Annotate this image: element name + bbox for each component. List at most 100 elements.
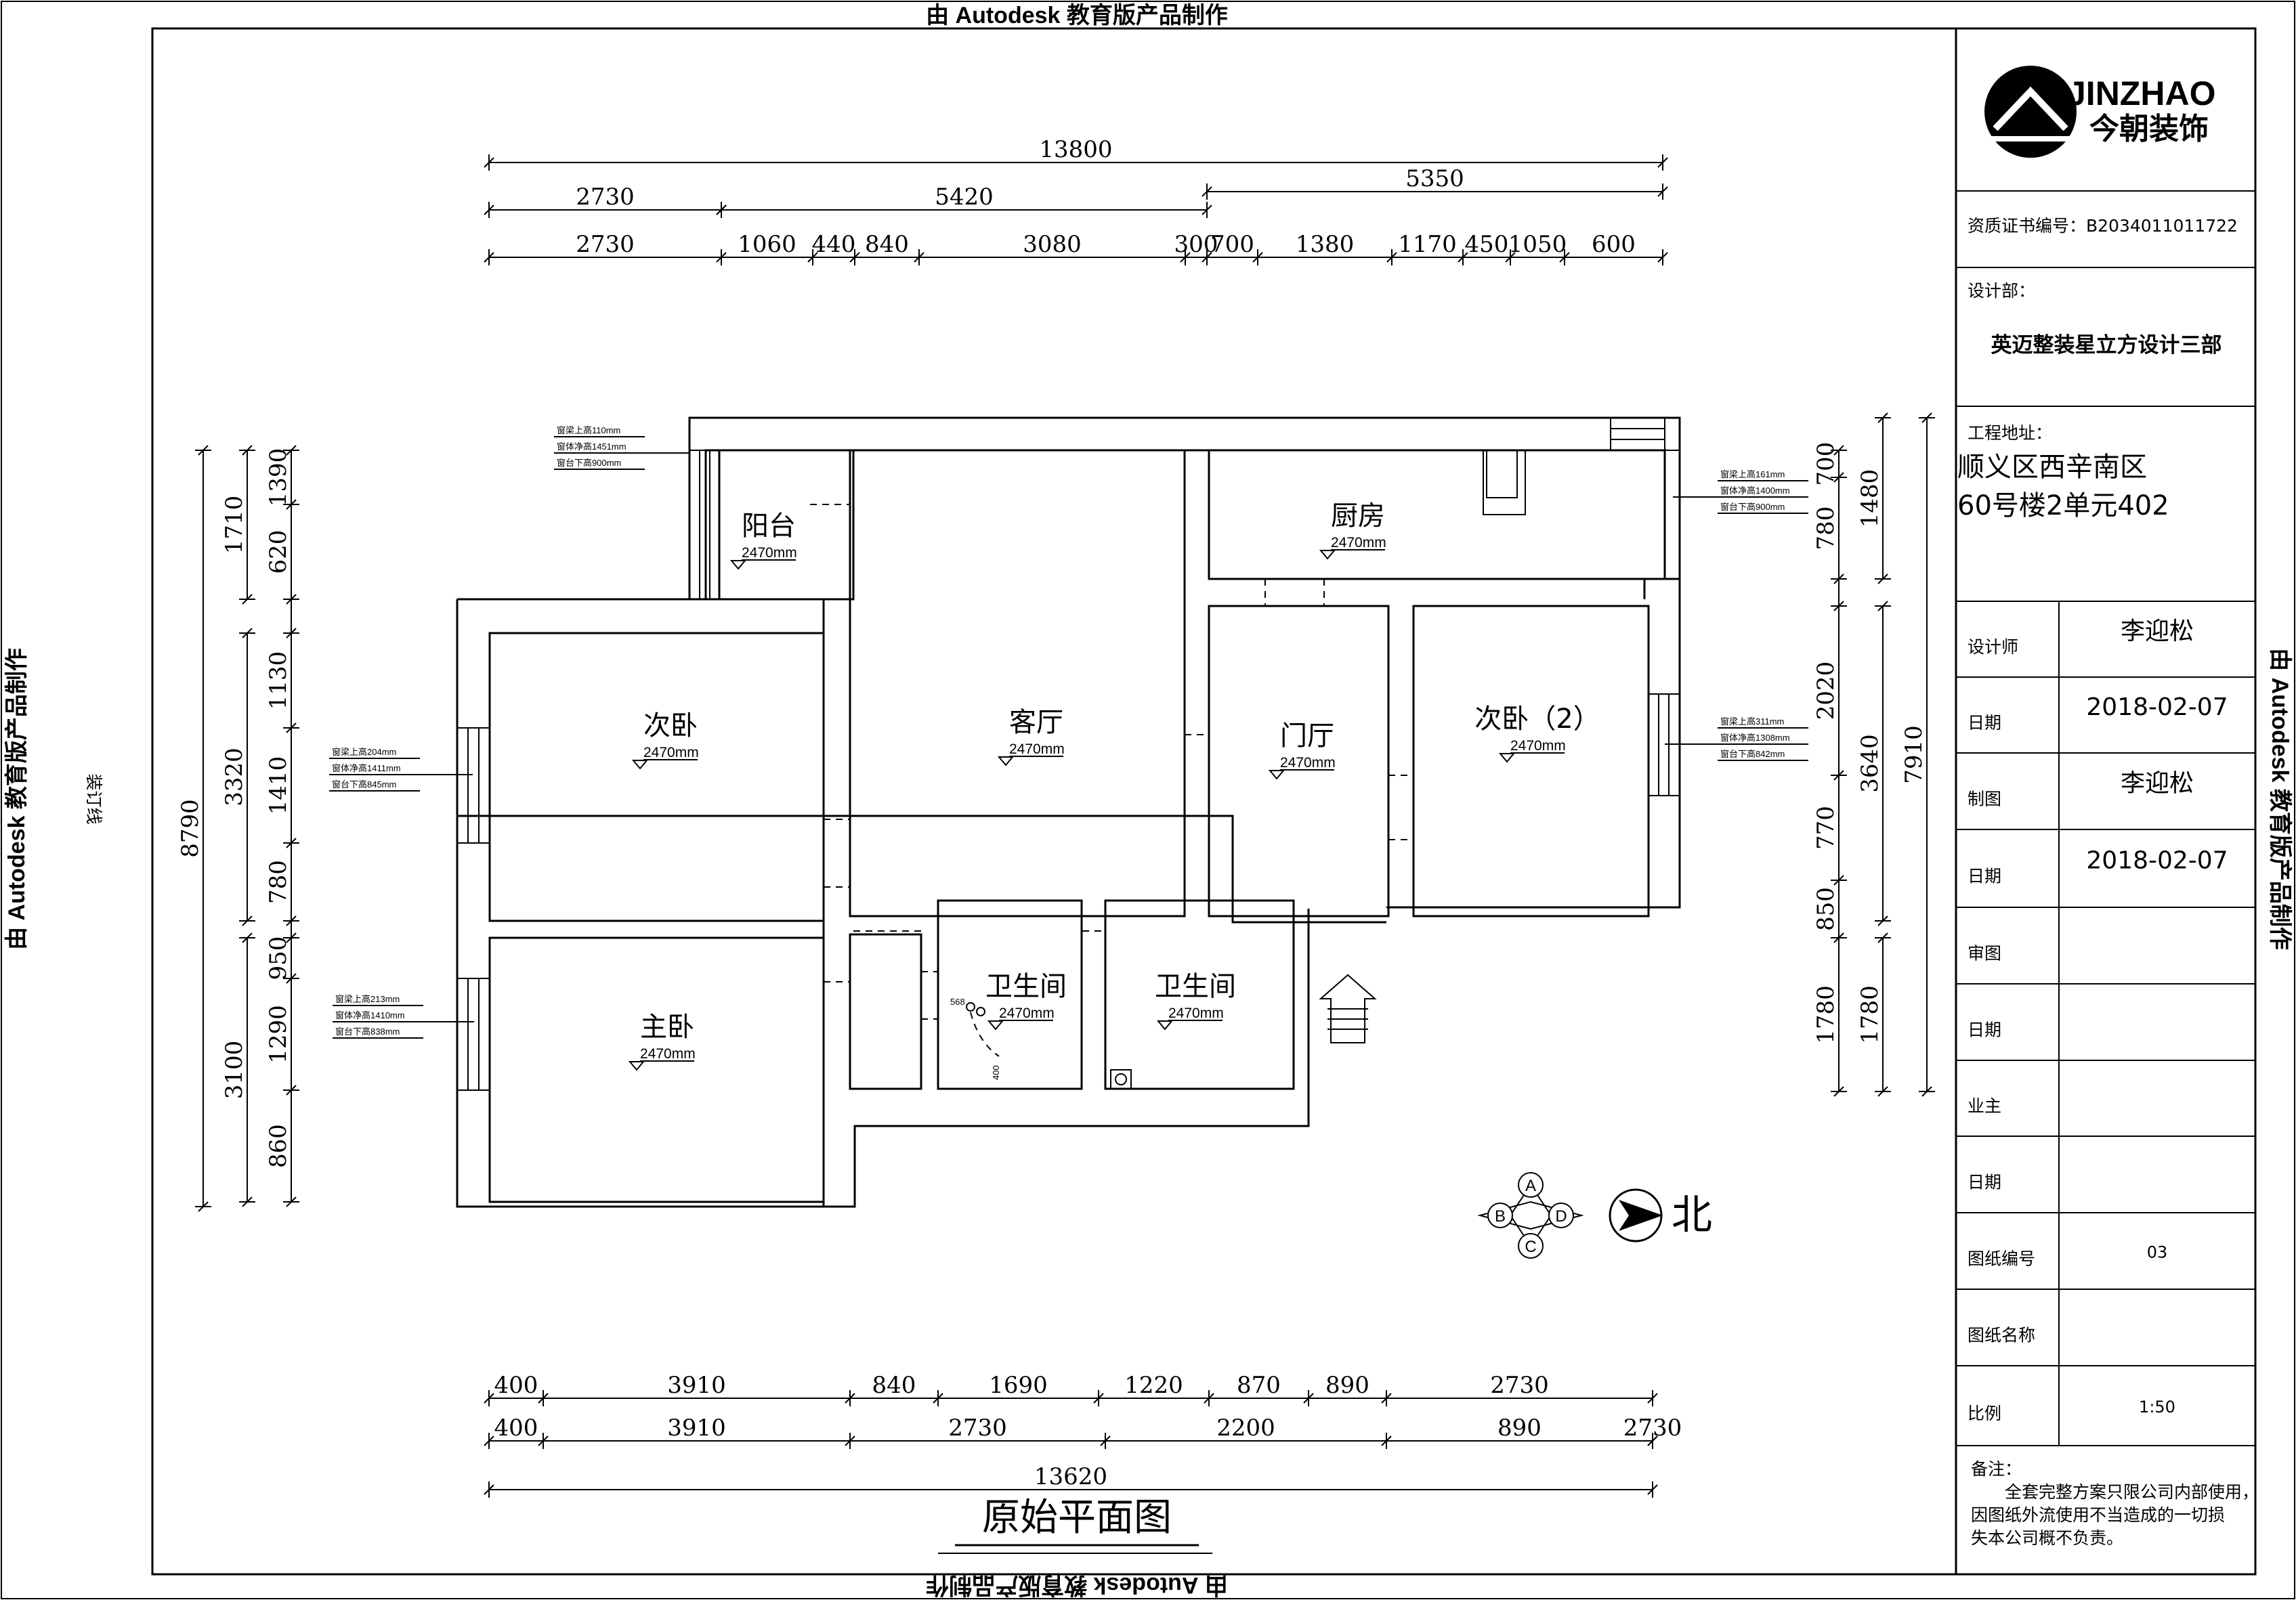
dimension-label: 400 bbox=[494, 1372, 538, 1399]
room-name: 卫生间 bbox=[1155, 971, 1236, 1002]
logo-mark-icon bbox=[1984, 66, 2077, 158]
dimension-label: 770 bbox=[1812, 806, 1840, 850]
dimension-label: 2730 bbox=[1490, 1372, 1549, 1399]
address-label: 工程地址： bbox=[1968, 423, 2052, 443]
room-level: 2470mm bbox=[1510, 738, 1566, 754]
room-name: 主卧 bbox=[640, 1012, 694, 1043]
compass-letter-a: A bbox=[1525, 1177, 1536, 1195]
compass-letter-c: C bbox=[1525, 1238, 1536, 1256]
design-dept-label: 设计部： bbox=[1968, 281, 2035, 301]
dimension-label: 780 bbox=[1812, 506, 1840, 550]
room-name: 次卧（2） bbox=[1474, 704, 1600, 735]
tb-row-label: 制图 bbox=[1968, 790, 2001, 809]
dimension-label: 780 bbox=[265, 860, 292, 904]
window-note-line: 窗体净高1451mm bbox=[557, 441, 626, 452]
window-note-line: 窗台下高900mm bbox=[1720, 502, 1785, 512]
tb-row-label: 图纸名称 bbox=[1968, 1326, 2035, 1345]
window-note-line: 窗梁上高204mm bbox=[332, 747, 396, 757]
room-name: 客厅 bbox=[1009, 707, 1063, 738]
license-number: 资质证书编号：B2034011011722 bbox=[1968, 216, 2238, 236]
dimension-label: 850 bbox=[1812, 887, 1840, 931]
dimension-label: 1130 bbox=[265, 651, 292, 710]
room-name: 厨房 bbox=[1331, 500, 1385, 532]
tb-row-value: 李迎松 bbox=[2121, 770, 2194, 798]
design-dept-value: 英迈整装星立方设计三部 bbox=[1991, 333, 2222, 358]
title-block: JINZHAO 今朝装饰 资质证书编号：B2034011011722 设计部： … bbox=[1955, 28, 2259, 1574]
watermark-right: 由 Autodesk 教育版产品制作 bbox=[2267, 648, 2293, 950]
tb-row-label: 业主 bbox=[1968, 1096, 2001, 1116]
tb-row-value: 2018-02-07 bbox=[2086, 847, 2228, 875]
tb-row-value: 03 bbox=[2147, 1243, 2168, 1262]
bath-mark-568: 568 bbox=[950, 997, 965, 1007]
room-level: 2470mm bbox=[1331, 535, 1386, 550]
dimension-label: 1480 bbox=[1856, 469, 1884, 528]
compass-letter-b: B bbox=[1495, 1207, 1506, 1226]
dimension-label: 2730 bbox=[576, 183, 635, 211]
dimension-label: 1220 bbox=[1124, 1372, 1183, 1399]
tb-row-value: 李迎松 bbox=[2121, 618, 2194, 645]
dimension-label: 1290 bbox=[265, 1005, 292, 1064]
dimension-label: 440 bbox=[812, 231, 856, 258]
dimension-label: 5350 bbox=[1405, 165, 1464, 192]
dimension-label: 2730 bbox=[576, 231, 635, 258]
dimension-label: 13800 bbox=[1039, 136, 1112, 163]
dimension-label: 300 bbox=[1174, 231, 1218, 258]
window-note-line: 窗体净高1400mm bbox=[1720, 485, 1790, 496]
room-name: 阳台 bbox=[742, 511, 796, 542]
dimension-label: 1690 bbox=[989, 1372, 1048, 1399]
dimension-label: 5420 bbox=[935, 183, 994, 211]
window-note-line: 窗台下高900mm bbox=[557, 458, 621, 468]
dimension-label: 700 bbox=[1210, 231, 1254, 258]
watermark-top: 由 Autodesk 教育版产品制作 bbox=[926, 3, 1228, 28]
notes-label: 备注： bbox=[1971, 1459, 2022, 1479]
dimension-label: 840 bbox=[872, 1372, 916, 1399]
window-note-line: 窗台下高842mm bbox=[1720, 749, 1785, 759]
window-note-line: 窗梁上高311mm bbox=[1720, 716, 1784, 727]
dimension-label: 3320 bbox=[221, 748, 248, 806]
dimension-label: 3640 bbox=[1856, 734, 1884, 793]
dimension-label: 620 bbox=[265, 530, 292, 574]
logo-cn: 今朝装饰 bbox=[2089, 112, 2209, 146]
notes-line-3: 失本公司概不负责。 bbox=[1971, 1528, 2123, 1548]
dimension-label: 1410 bbox=[265, 756, 292, 815]
room-level: 2470mm bbox=[1280, 755, 1336, 771]
logo-brand: JINZHAO bbox=[2067, 74, 2215, 112]
room-level: 2470mm bbox=[643, 745, 699, 760]
tb-row-label: 日期 bbox=[1968, 1020, 2001, 1040]
dimension-label: 3910 bbox=[667, 1372, 726, 1399]
dimension-label: 1380 bbox=[1296, 231, 1355, 258]
tb-row-label: 图纸编号 bbox=[1968, 1249, 2035, 1269]
dimension-label: 840 bbox=[865, 231, 909, 258]
tb-row-label: 比例 bbox=[1968, 1404, 2001, 1423]
dimension-label: 8790 bbox=[177, 799, 204, 858]
dimension-label: 1170 bbox=[1398, 231, 1457, 258]
window-note-line: 窗台下高838mm bbox=[335, 1026, 400, 1037]
door-openings bbox=[810, 504, 1413, 1020]
tb-row-value: 2018-02-07 bbox=[2086, 693, 2228, 721]
dimension-label: 13620 bbox=[1034, 1463, 1107, 1490]
room-level: 2470mm bbox=[1168, 1006, 1224, 1021]
dimension-label: 700 bbox=[1812, 442, 1840, 486]
window-notes: 窗梁上高110mm窗体净高1451mm窗台下高900mm窗梁上高204mm窗体净… bbox=[329, 425, 1808, 1039]
room-level: 2470mm bbox=[1009, 741, 1065, 757]
drawing-frame bbox=[151, 27, 2257, 1576]
dimension-label: 2200 bbox=[1216, 1414, 1275, 1442]
watermark-left: 由 Autodesk 教育版产品制作 bbox=[4, 648, 30, 950]
drawing-title: 原始平面图 bbox=[982, 1496, 1172, 1540]
dimension-label: 860 bbox=[265, 1124, 292, 1168]
dimension-label: 450 bbox=[1465, 231, 1509, 258]
address-line-1: 顺义区西辛南区 bbox=[1957, 452, 2147, 483]
room-name: 卫生间 bbox=[985, 971, 1067, 1002]
dimension-label: 1780 bbox=[1856, 985, 1884, 1044]
tb-row-label: 审图 bbox=[1968, 944, 2001, 964]
tb-row-label: 日期 bbox=[1968, 713, 2001, 733]
dimension-label: 870 bbox=[1237, 1372, 1281, 1399]
window-note-line: 窗台下高845mm bbox=[332, 779, 396, 790]
dimension-label: 1780 bbox=[1812, 985, 1840, 1044]
dimension-label: 3080 bbox=[1023, 231, 1082, 258]
watermark-bottom: 由 Autodesk 教育版产品制作 bbox=[926, 1572, 1228, 1598]
tb-row-label: 日期 bbox=[1968, 867, 2001, 886]
